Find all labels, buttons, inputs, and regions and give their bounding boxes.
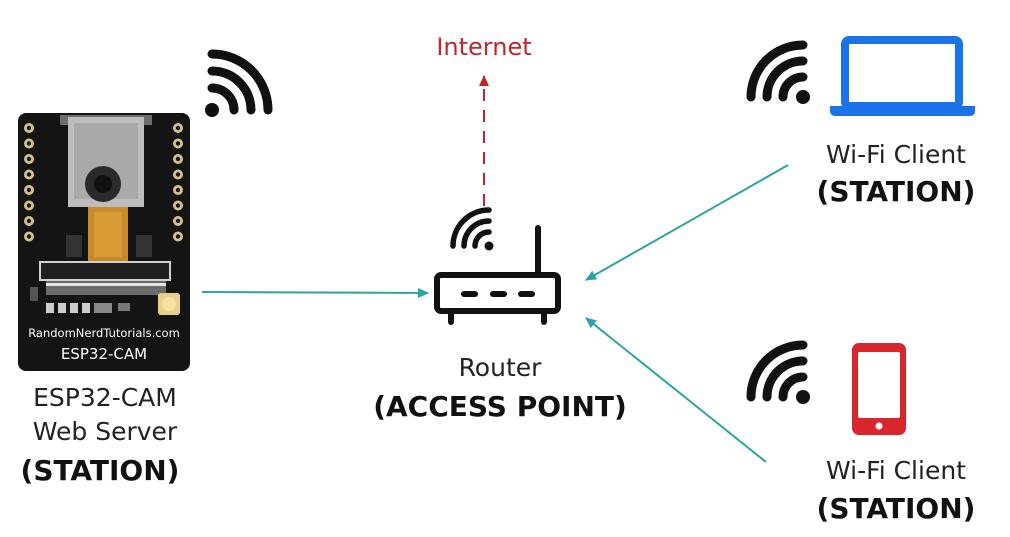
header-pin-hole — [175, 156, 181, 162]
laptop-icon — [830, 36, 975, 116]
header-pin-hole — [175, 172, 181, 177]
wifi-icon — [746, 40, 810, 104]
phone-client-role-label: (STATION) — [816, 492, 976, 525]
header-pin-hole — [26, 141, 32, 146]
header-pin-hole — [26, 187, 32, 193]
header-pin-hole — [26, 218, 32, 224]
board-url-text: RandomNerdTutorials.com — [28, 326, 180, 340]
router-label: Router — [458, 353, 542, 382]
esp32-header-pins — [24, 123, 183, 242]
laptop-client-label: Wi-Fi Client — [826, 140, 966, 169]
esp32-label-line2: Web Server — [32, 417, 178, 446]
header-pin-hole — [26, 203, 32, 208]
wifi-icon — [746, 340, 810, 404]
wifi-icon — [205, 49, 273, 117]
header-pin-hole — [26, 234, 32, 239]
router-icon — [434, 225, 561, 325]
smartphone-icon — [852, 343, 906, 435]
phone-to-router-arrow — [585, 317, 767, 463]
header-pin-hole — [175, 125, 181, 131]
board-name-text: ESP32-CAM — [60, 345, 148, 363]
header-pin-hole — [175, 203, 181, 208]
header-pin-hole — [175, 141, 181, 146]
phone-client-label: Wi-Fi Client — [826, 456, 966, 485]
esp32-label-line1: ESP32-CAM — [33, 383, 177, 412]
internet-label: Internet — [436, 33, 532, 61]
esp32-to-router-arrow — [201, 287, 429, 298]
header-pin-hole — [175, 218, 181, 224]
router-role-label: (ACCESS POINT) — [373, 390, 627, 423]
esp32-role-label: (STATION) — [20, 454, 180, 487]
header-pin-hole — [26, 172, 32, 177]
header-pin-hole — [175, 234, 181, 239]
header-pin-hole — [26, 156, 32, 162]
laptop-client-role-label: (STATION) — [816, 175, 976, 208]
header-pin-hole — [26, 125, 32, 131]
header-pin-hole — [175, 187, 181, 193]
wifi-icon — [450, 207, 494, 251]
esp32-cam-board — [18, 113, 190, 371]
laptop-to-router-arrow — [585, 164, 789, 281]
